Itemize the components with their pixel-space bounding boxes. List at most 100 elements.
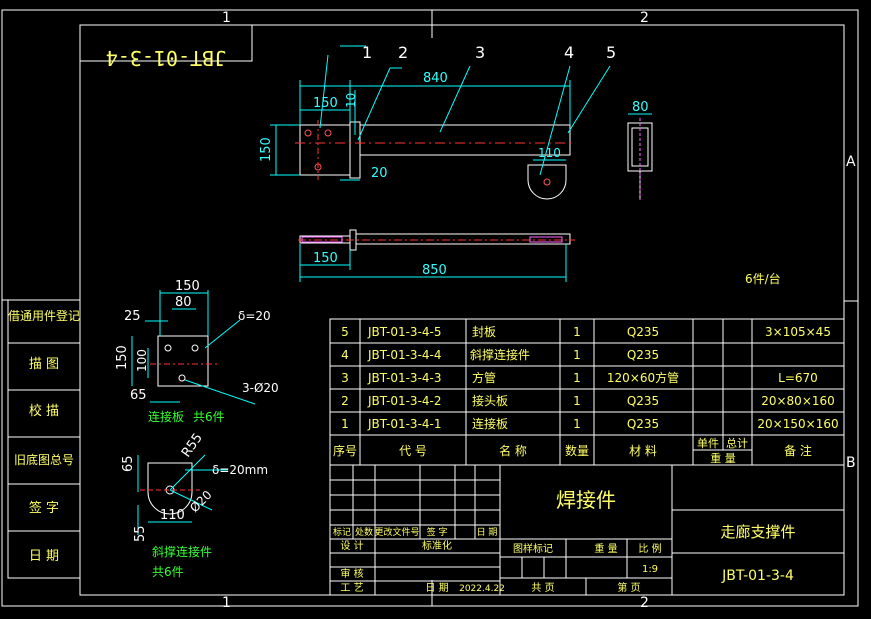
label-page: 第 页 <box>617 581 640 594</box>
plate-dim-100: 100 <box>135 349 149 372</box>
plate-name: 连接板 <box>148 409 184 424</box>
row-note: 20×80×160 <box>761 394 835 408</box>
balloon-3: 3 <box>475 43 485 62</box>
zone-top-1: 1 <box>222 10 231 26</box>
label-change-doc: 更改文件号 <box>374 526 419 538</box>
row-code: JBT-01-3-4-3 <box>367 371 442 385</box>
label-process: 工 艺 <box>340 582 363 594</box>
balloon-1: 1 <box>362 43 372 62</box>
plate-qty: 共6件 <box>193 410 225 424</box>
row-qty: 1 <box>573 325 581 339</box>
row-no: 2 <box>341 394 349 408</box>
row-name: 斜撑连接件 <box>470 347 530 362</box>
quantity-note: 6件/台 <box>745 271 781 286</box>
balloon-4: 4 <box>564 43 574 62</box>
plate-dim-150: 150 <box>175 279 200 294</box>
balloon-5: 5 <box>606 43 616 62</box>
balloon-2: 2 <box>398 43 408 62</box>
row-material: Q235 <box>627 325 659 339</box>
dim-bottom-850: 850 <box>422 263 447 278</box>
plate-holes: 3-Ø20 <box>242 381 279 395</box>
lug-name: 斜撑连接件 <box>152 544 212 559</box>
row-name: 方管 <box>472 370 496 385</box>
plate-dim-150v: 150 <box>115 345 130 370</box>
row-material: Q235 <box>627 394 659 408</box>
mirrored-code: JBT-01-3-4 <box>106 46 226 70</box>
header-total: 总计 <box>726 436 748 450</box>
header-name: 名 称 <box>499 443 527 458</box>
label-standard: 标准化 <box>422 539 452 552</box>
row-name: 封板 <box>472 325 496 339</box>
left-col-2: 描 图 <box>29 357 59 372</box>
mirrored-code-text: JBT-01-3-4 <box>106 46 226 70</box>
header-weight: 重 量 <box>710 451 736 465</box>
row-material: Q235 <box>627 417 659 431</box>
dim-150-vertical: 150 <box>259 137 274 162</box>
plate-dims <box>131 290 256 405</box>
date-value: 2022.4.22 <box>459 584 505 594</box>
plate-dim-25: 25 <box>124 309 141 324</box>
zone-bottom-1: 1 <box>222 595 231 611</box>
label-stage: 图样标记 <box>513 542 553 555</box>
part-name: 走廊支撑件 <box>720 523 795 541</box>
row-note: L=670 <box>778 371 818 385</box>
label-scale: 比 例 <box>638 542 661 555</box>
lug-thickness: δ=20mm <box>212 463 268 477</box>
zone-b: B <box>846 455 856 471</box>
row-name: 接头板 <box>472 393 508 408</box>
plate-thickness: δ=20 <box>238 309 271 323</box>
label-count: 处数 <box>355 526 373 538</box>
left-col-5: 签 字 <box>29 500 59 516</box>
lug-dim-hole: Ø20 <box>187 488 214 515</box>
row-material: Q235 <box>627 348 659 362</box>
row-code: JBT-01-3-4-5 <box>367 325 442 339</box>
label-total: 共 页 <box>531 582 554 594</box>
hole <box>543 178 551 186</box>
label-weight: 重 量 <box>594 542 617 555</box>
left-column-grid <box>2 299 81 579</box>
header-note: 备 注 <box>784 443 812 458</box>
code-box <box>79 24 253 62</box>
detail-plate <box>157 335 209 387</box>
row-code: JBT-01-3-4-1 <box>367 417 442 431</box>
plate-dim-80: 80 <box>175 295 192 310</box>
square-tube <box>359 124 571 156</box>
label-design: 设 计 <box>340 539 363 552</box>
row-code: JBT-01-3-4-4 <box>367 348 442 362</box>
hole <box>304 129 312 137</box>
lug-dim-110: 110 <box>160 508 185 523</box>
zone-a: A <box>846 154 856 170</box>
row-qty: 1 <box>573 348 581 362</box>
label-date: 日 期 <box>477 527 498 538</box>
header-code: 代 号 <box>399 444 427 458</box>
label-sign: 签 字 <box>427 526 448 538</box>
main-dims <box>270 45 611 181</box>
zone-bottom-2: 2 <box>640 595 649 611</box>
header-unit: 单件 <box>697 437 719 450</box>
dim-20: 20 <box>371 166 388 181</box>
dim-150: 150 <box>313 96 338 111</box>
left-col-6: 日 期 <box>29 549 59 564</box>
lug-dims <box>137 454 228 535</box>
header-material: 材 料 <box>629 444 657 458</box>
label-mark: 标记 <box>333 526 351 538</box>
title: 焊接件 <box>556 488 616 512</box>
dim-110: 110 <box>538 146 561 160</box>
row-qty: 1 <box>573 371 581 385</box>
label-date2: 日 期 <box>425 582 448 594</box>
left-col-4: 旧底图总号 <box>14 452 74 467</box>
row-no: 5 <box>341 325 349 339</box>
lug-dim-55: 55 <box>133 525 148 542</box>
bottom-dims <box>299 244 567 282</box>
row-note: 3×105×45 <box>765 325 831 339</box>
row-qty: 1 <box>573 417 581 431</box>
scale-value: 1:9 <box>642 564 658 575</box>
bottom-hatch-right <box>529 236 563 243</box>
dim-10: 10 <box>344 93 358 108</box>
lug-dim-65: 65 <box>121 455 136 472</box>
header-qty: 数量 <box>565 443 589 458</box>
left-col-1: 借通用件登记 <box>8 308 80 323</box>
row-code: JBT-01-3-4-2 <box>367 394 442 408</box>
row-no: 4 <box>341 348 349 362</box>
